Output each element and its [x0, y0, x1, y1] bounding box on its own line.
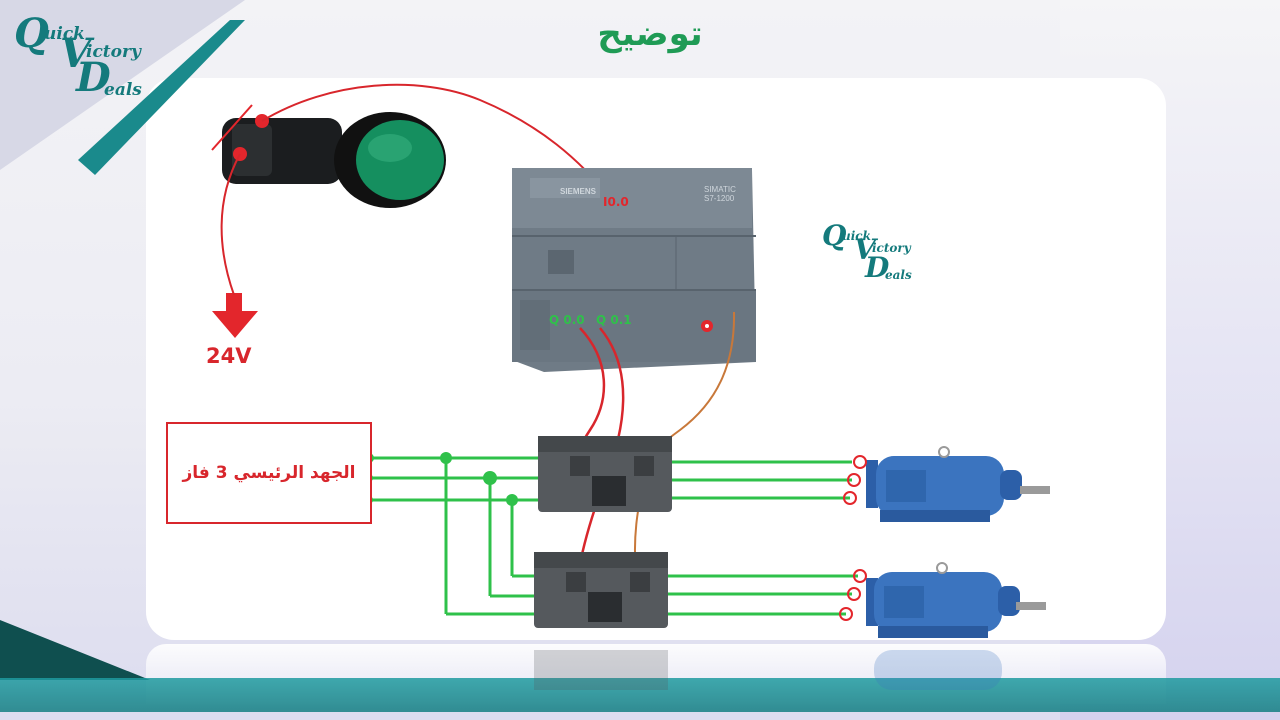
contactor-1 [538, 436, 672, 512]
logo-q: Q [14, 10, 49, 57]
logo-d: D [76, 54, 111, 101]
plc-model-line2: S7-1200 [704, 194, 735, 203]
input-label-i00: I0.0 [603, 195, 629, 209]
plc-model-label: SIMATIC S7-1200 [704, 185, 754, 203]
logo-small-uick: uick [842, 229, 871, 243]
plc-model-line1: SIMATIC [704, 185, 736, 194]
logo-ictory: ictory [86, 42, 141, 62]
plc-brand-label: SIEMENS [560, 187, 597, 196]
logo-small-v: V [854, 233, 876, 266]
motor-terminals [839, 455, 867, 621]
logo-uick: uick [44, 24, 85, 44]
slide-title: توضيح [597, 14, 703, 54]
bottom-accent-bar [0, 678, 1280, 712]
logo-small-ictory: ictory [872, 241, 911, 255]
output-label-q00: Q 0.0 [549, 313, 585, 327]
motor-1 [866, 446, 1050, 522]
logo-small-q: Q [822, 219, 847, 252]
three-phase-supply-box: الجهد الرئيسي 3 فاز [166, 422, 372, 524]
bottom-corner-decoration [0, 620, 150, 680]
plc-module [512, 168, 756, 372]
motor-2 [866, 562, 1046, 638]
logo-small-eals: eals [885, 268, 912, 282]
logo-v: V [60, 30, 92, 77]
three-phase-wiring [368, 456, 858, 616]
diagram-reflection [534, 650, 1002, 690]
output-label-q01: Q 0.1 [596, 313, 632, 327]
brand-logo: Q uick V ictory D eals [14, 14, 154, 104]
wire-input [261, 83, 613, 201]
three-phase-supply-label: الجهد الرئيسي 3 فاز [182, 463, 356, 483]
logo-small-d: D [865, 251, 890, 284]
logo-eals: eals [104, 80, 142, 100]
contactor-2 [534, 552, 668, 628]
voltage-label: 24V [206, 344, 252, 368]
wire-24v [220, 153, 241, 296]
logo-stripe [78, 20, 245, 175]
voltage-arrow [212, 293, 258, 338]
brand-logo-small: Q uick V ictory D eals [822, 222, 922, 286]
push-button [211, 104, 446, 208]
